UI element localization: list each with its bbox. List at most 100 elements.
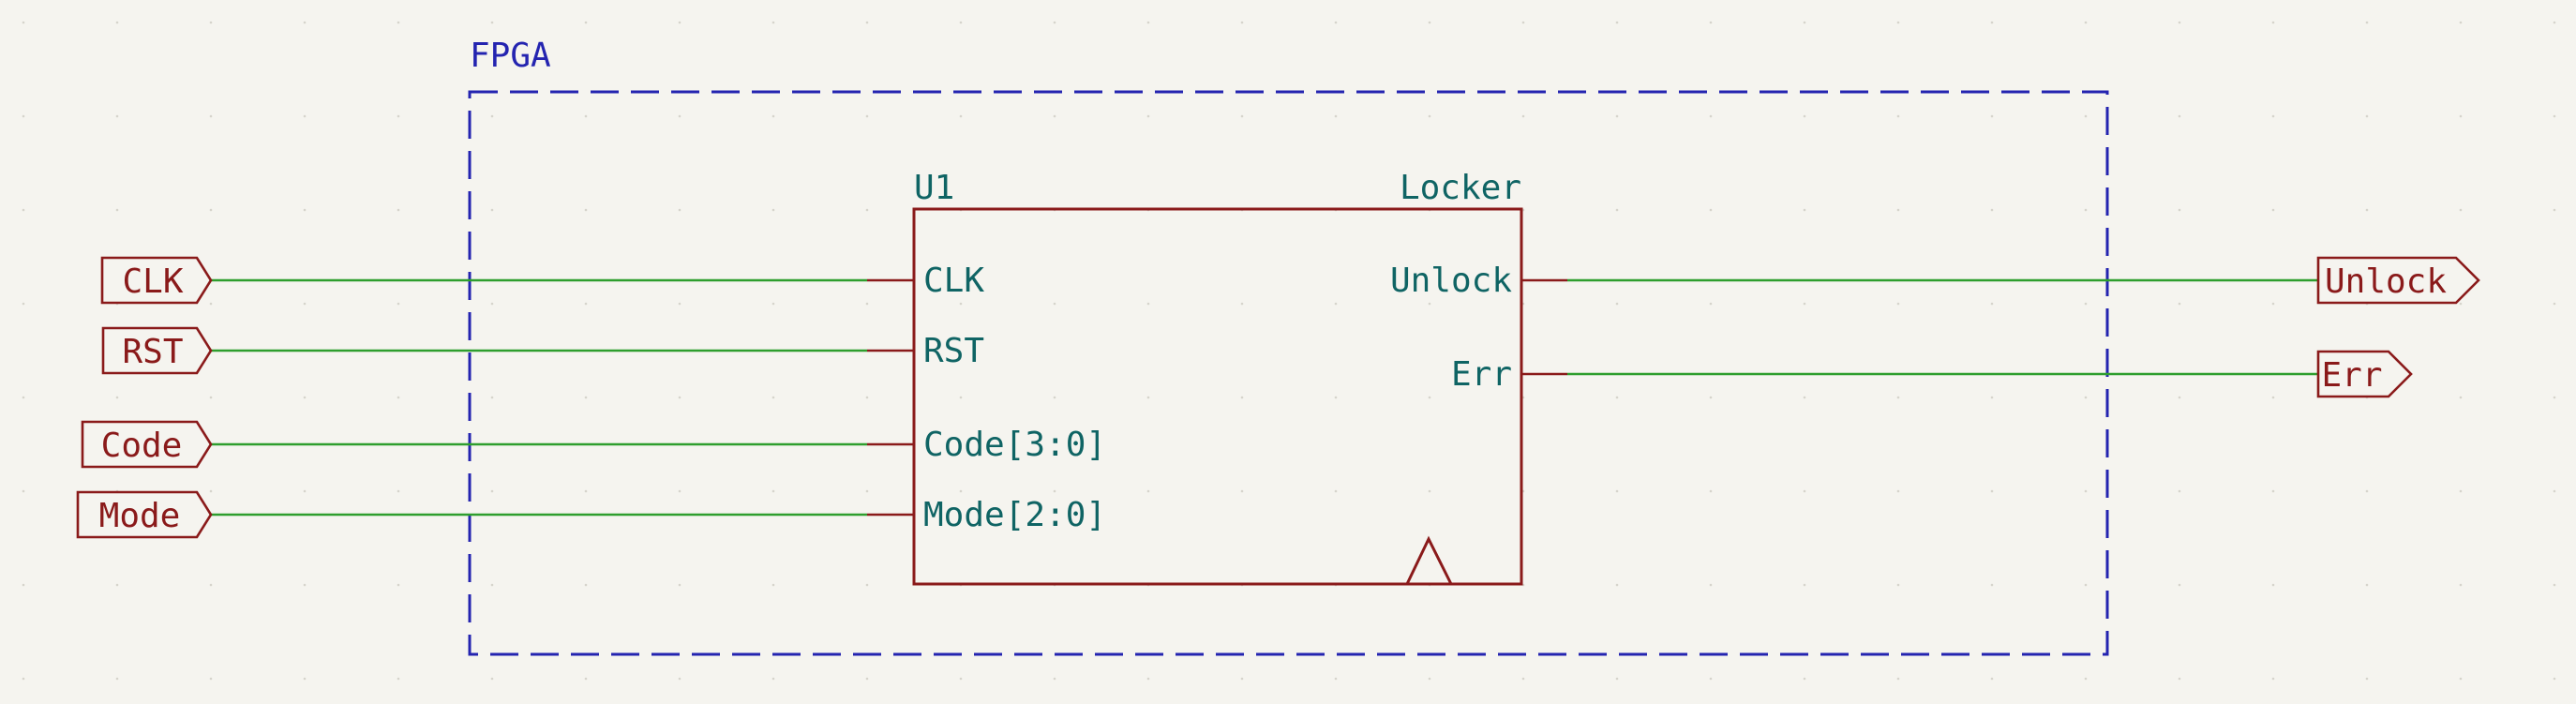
port-clk-shape[interactable] <box>100 256 213 305</box>
grid-dot <box>2178 677 2181 681</box>
grid-dot <box>1146 302 1150 306</box>
grid-dot <box>2084 208 2088 212</box>
grid-dot <box>1803 114 1806 118</box>
grid-dot <box>959 489 963 493</box>
grid-dot <box>397 677 400 681</box>
grid-dot <box>22 302 25 306</box>
grid-dot <box>2553 21 2556 24</box>
grid-dot <box>1990 677 1994 681</box>
grid-dot <box>1334 396 1338 399</box>
grid-dot <box>2178 114 2181 118</box>
grid-dot <box>2178 489 2181 493</box>
grid-dot <box>771 583 775 587</box>
grid-dot <box>209 302 213 306</box>
grid-dot <box>2084 21 2088 24</box>
grid-dot <box>2271 489 2275 493</box>
grid-dot <box>490 677 494 681</box>
port-code-shape[interactable] <box>81 420 213 469</box>
grid-dot <box>678 21 681 24</box>
grid-dot <box>2271 677 2275 681</box>
component-reference: U1 <box>914 169 954 207</box>
grid-dot <box>2271 208 2275 212</box>
grid-dot <box>1615 677 1619 681</box>
fpga-frame-label: FPGA <box>470 37 551 75</box>
grid-dot <box>1709 114 1713 118</box>
grid-dot <box>209 396 213 399</box>
grid-dot <box>1146 489 1150 493</box>
grid-dot <box>2459 21 2463 24</box>
component-u1[interactable]: U1 Locker CLK RST Code[3:0] Mode[2:0] Un… <box>867 169 1567 586</box>
grid-dot <box>2271 21 2275 24</box>
grid-dot <box>1053 677 1056 681</box>
port-mode-shape[interactable] <box>76 490 213 539</box>
port-unlock-label: Unlock <box>2325 262 2447 301</box>
grid-dot <box>2178 21 2181 24</box>
port-rst-shape[interactable] <box>101 326 213 375</box>
port-err-label: Err <box>2321 356 2382 395</box>
grid-dot <box>2459 302 2463 306</box>
grid-dot <box>209 677 213 681</box>
port-mode-label: Mode <box>99 497 181 535</box>
grid-dot <box>1803 396 1806 399</box>
grid-dot <box>2553 396 2556 399</box>
pin-name-code: Code[3:0] <box>923 426 1106 464</box>
grid-dot <box>584 114 588 118</box>
grid-dot <box>2459 677 2463 681</box>
grid-dot <box>1709 396 1713 399</box>
grid-dot <box>1896 21 1900 24</box>
grid-dot <box>1334 21 1338 24</box>
grid-dot <box>1615 21 1619 24</box>
grid-dot <box>771 21 775 24</box>
port-unlock-shape[interactable] <box>2316 256 2480 305</box>
grid-dot <box>490 114 494 118</box>
grid-dot <box>2084 396 2088 399</box>
grid-dot <box>397 302 400 306</box>
grid-dot <box>303 208 307 212</box>
grid-dot <box>1803 302 1806 306</box>
grid-dot <box>1896 396 1900 399</box>
port-err[interactable]: Err <box>2316 350 2413 398</box>
component-value: Locker <box>1400 169 1521 207</box>
pin-name-mode: Mode[2:0] <box>923 496 1106 534</box>
grid-dot <box>1709 208 1713 212</box>
grid-dot <box>2084 302 2088 306</box>
grid-dot <box>771 489 775 493</box>
component-body[interactable] <box>912 207 1523 586</box>
grid-dot <box>2084 114 2088 118</box>
grid-dot <box>1709 21 1713 24</box>
grid-dot <box>115 396 119 399</box>
port-code-label: Code <box>101 427 183 465</box>
grid-dot <box>1990 302 1994 306</box>
grid-dot <box>2365 583 2369 587</box>
grid-dot <box>1615 489 1619 493</box>
grid-dot <box>584 583 588 587</box>
grid-dot <box>1896 114 1900 118</box>
grid-dot <box>678 396 681 399</box>
port-unlock[interactable]: Unlock <box>2316 256 2480 305</box>
grid-dot <box>22 208 25 212</box>
grid-dot <box>1803 21 1806 24</box>
grid-dot <box>865 21 869 24</box>
port-err-shape[interactable] <box>2316 350 2413 398</box>
grid-dot <box>1615 114 1619 118</box>
port-rst[interactable]: RST <box>101 326 213 375</box>
grid-dot <box>2178 302 2181 306</box>
grid-dot <box>678 302 681 306</box>
port-clk[interactable]: CLK <box>100 256 213 305</box>
grid-dot <box>678 114 681 118</box>
grid-dot <box>1521 114 1525 118</box>
grid-dot <box>2178 583 2181 587</box>
grid-dot <box>209 489 213 493</box>
grid-dot <box>1521 21 1525 24</box>
grid-dot <box>1240 396 1244 399</box>
grid-dot <box>1990 21 1994 24</box>
grid-dot <box>1334 489 1338 493</box>
port-mode[interactable]: Mode <box>76 490 213 539</box>
grid-dot <box>1053 21 1056 24</box>
grid-dot <box>1334 114 1338 118</box>
grid-dot <box>1896 489 1900 493</box>
grid-dot <box>1709 302 1713 306</box>
port-code[interactable]: Code <box>81 420 213 469</box>
grid-dot <box>1803 208 1806 212</box>
grid-dot <box>1240 21 1244 24</box>
